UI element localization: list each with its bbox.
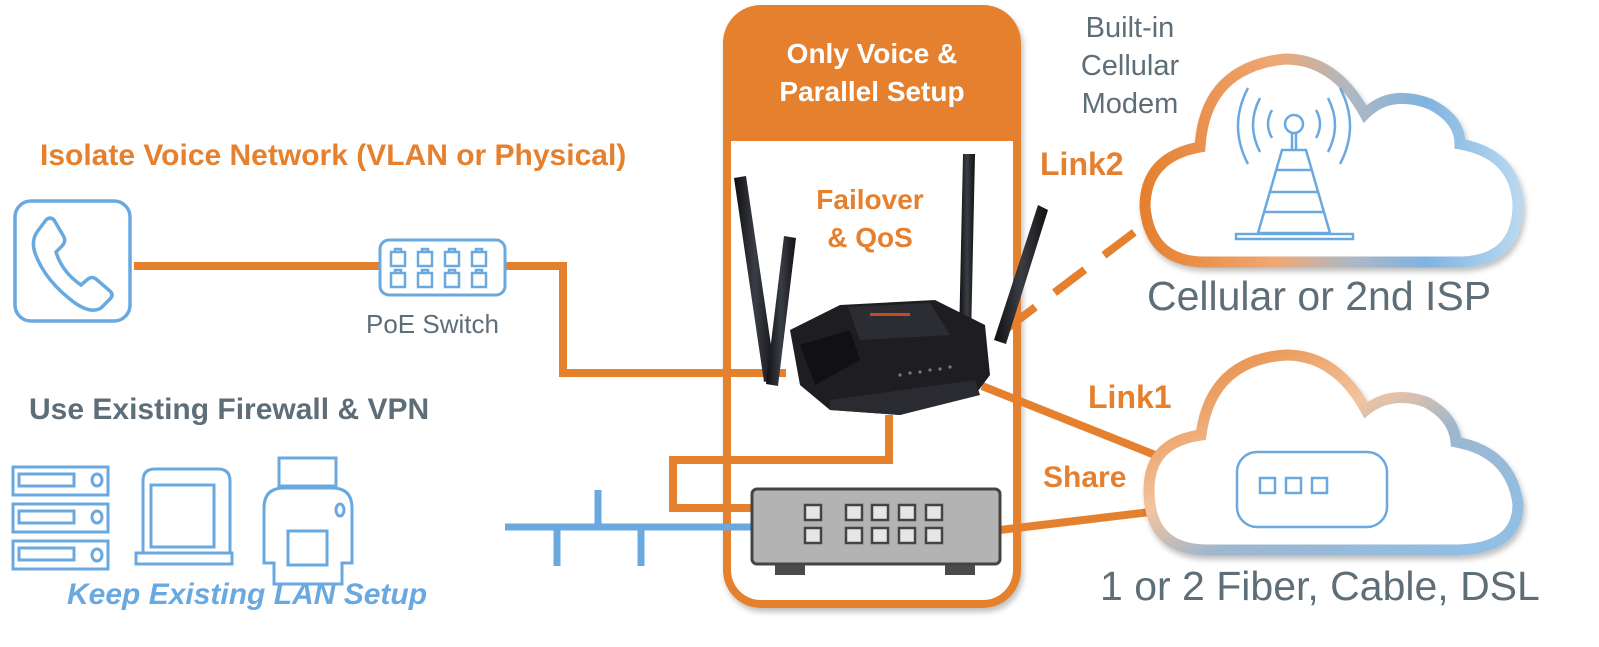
router-to-switch-link [669,415,893,512]
modem-icon [1235,450,1389,529]
builtin-line1: Built-in [1085,12,1175,44]
router-antennas [734,154,1048,386]
cellular-isp-label: Cellular or 2nd ISP [1147,273,1492,319]
server-rack-icon [11,465,110,571]
isolate-voice-label: Isolate Voice Network (VLAN or Physical) [40,139,627,172]
failover-line2: & QoS [827,222,913,253]
share-line [999,508,1151,534]
panel-title-line2: Parallel Setup [779,76,965,107]
link1-line [980,382,1157,459]
printer-icon [262,456,354,586]
network-switch-icon [750,487,1002,575]
use-existing-label: Use Existing Firewall & VPN [29,393,430,426]
poe-to-router-link [505,262,786,377]
share-label: Share [1043,461,1127,494]
keep-lan-label: Keep Existing LAN Setup [67,578,428,611]
lan-bus [505,490,752,566]
router-icon [790,300,990,415]
builtin-line3: Modem [1081,88,1179,120]
builtin-line2: Cellular [1080,50,1180,82]
laptop-icon [134,467,234,566]
link1-label: Link1 [1088,379,1172,415]
cell-tower-icon [1234,87,1355,241]
link2-dashed-line [1002,224,1143,334]
poe-switch-icon [378,238,507,297]
poe-switch-label: PoE Switch [366,309,499,339]
link2-label: Link2 [1040,146,1124,182]
fiber-label: 1 or 2 Fiber, Cable, DSL [1100,563,1540,609]
voice-wiring [134,224,1157,534]
phone-icon [13,199,132,323]
cloud-top-icon [1139,53,1524,268]
panel-title-line1: Only Voice & [786,38,958,69]
failover-line1: Failover [816,184,924,215]
